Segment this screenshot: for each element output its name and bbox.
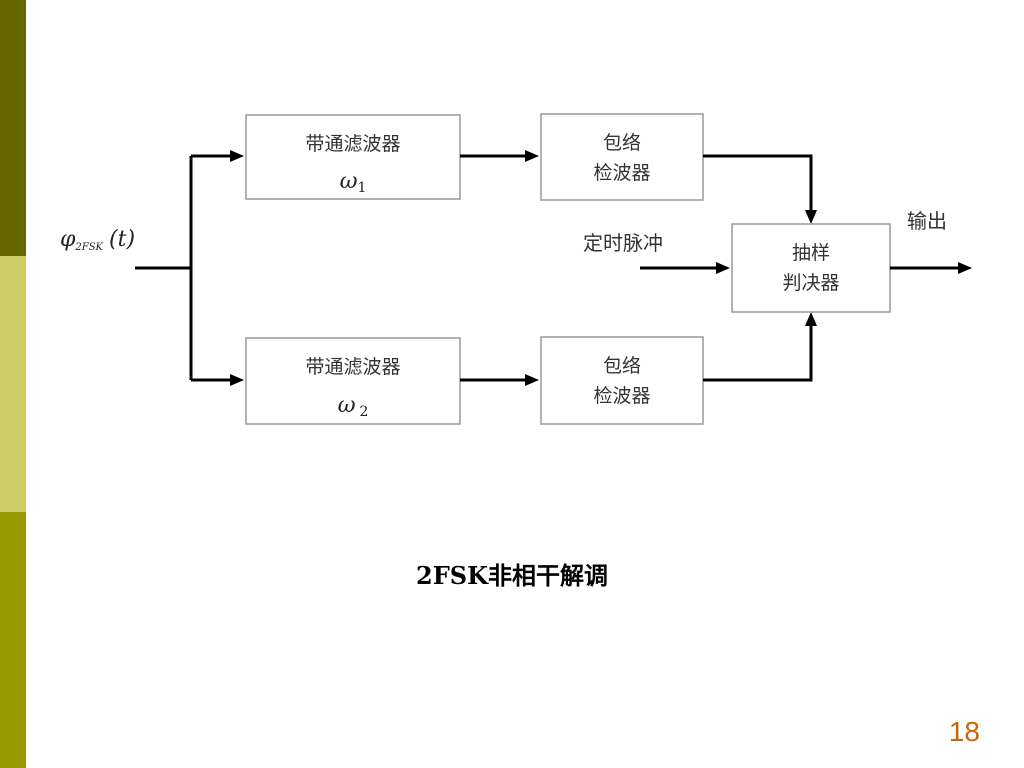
decision-device-line2: 判决器: [782, 272, 839, 294]
bandpass-filter-top: [245, 114, 461, 200]
arrow-to-bpf-top: [230, 150, 244, 162]
timing-pulse-label: 定时脉冲: [583, 231, 663, 255]
env-bottom-to-decision-wire: [703, 324, 813, 382]
arrow-to-env-bottom: [525, 374, 539, 386]
sidebar-stripe-middle: [0, 256, 26, 512]
input-signal-argument: (t): [109, 227, 135, 252]
bandpass-filter-top-label: 带通滤波器: [305, 133, 400, 155]
envelope-detector-bottom: [540, 336, 704, 425]
arrow-to-bpf-bottom: [230, 374, 244, 386]
input-signal-symbol: φ: [60, 227, 76, 252]
omega-1-subscript: 1: [358, 180, 367, 196]
slide-caption: 2FSK非相干解调: [416, 561, 608, 590]
envelope-detector-bottom-line1: 包络: [603, 355, 641, 377]
omega-1-symbol: ω: [340, 169, 358, 194]
envelope-detector-bottom-line2: 检波器: [593, 385, 650, 407]
input-signal-subscript: 2FSK: [74, 242, 103, 253]
sidebar-stripe-top: [0, 0, 26, 256]
output-label: 输出: [907, 209, 947, 233]
bandpass-filter-bottom-label: 带通滤波器: [305, 356, 400, 378]
envelope-detector-top: [540, 113, 704, 201]
arrow-timing-to-decision: [716, 262, 730, 274]
envelope-detector-top-line1: 包络: [603, 132, 641, 154]
sampling-decision-device: [731, 223, 891, 313]
decision-device-line1: 抽样: [792, 242, 830, 264]
omega-2-symbol: ω: [338, 393, 356, 418]
arrow-output: [958, 262, 972, 274]
sidebar-stripe-bottom: [0, 512, 26, 768]
envelope-detector-top-line2: 检波器: [593, 162, 650, 184]
arrow-to-decision-bottom: [805, 312, 817, 326]
input-signal-label: φ2FSK (t): [60, 227, 135, 253]
page-number: 18: [948, 716, 980, 747]
arrow-to-env-top: [525, 150, 539, 162]
omega-2-subscript: 2: [360, 404, 369, 420]
arrow-to-decision-top: [805, 210, 817, 224]
env-top-to-decision-wire: [703, 154, 813, 212]
bandpass-filter-top-freq: ω1: [340, 169, 367, 196]
